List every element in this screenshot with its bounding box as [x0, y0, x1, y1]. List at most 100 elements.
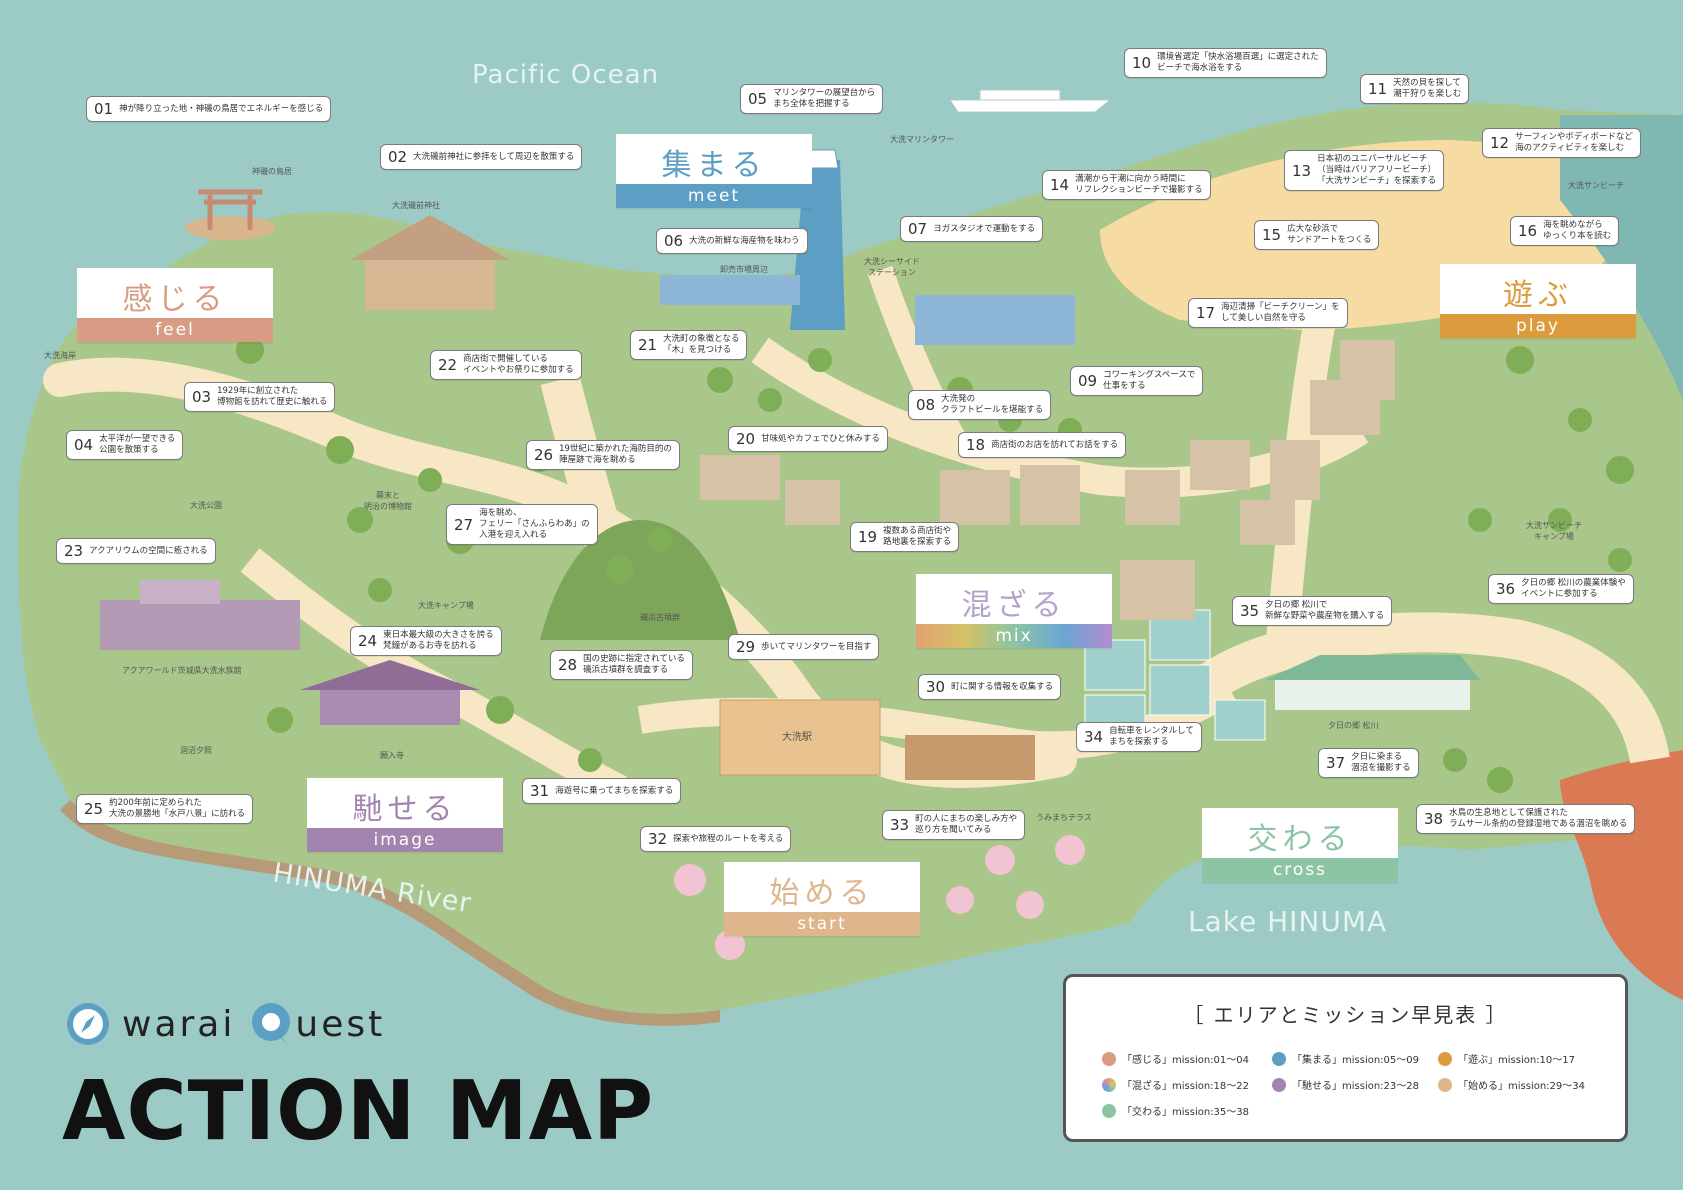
area-badge-play[interactable]: 遊ぶ play [1440, 264, 1636, 338]
mission-text: 環境省選定「快水浴場百選」に選定された ビーチで海水浴をする [1157, 52, 1319, 73]
place-label: 神磯の鳥居 [252, 167, 292, 176]
brand-logo: warai uest [64, 1000, 385, 1048]
legend-dot [1438, 1077, 1452, 1092]
area-badge-meet[interactable]: 集まる meet [616, 134, 812, 208]
place-label: 大洗駅 [782, 732, 812, 743]
mission-text: 夕日の郷 松川で 新鮮な野菜や農産物を購入する [1265, 600, 1385, 621]
legend-dot [1102, 1103, 1116, 1118]
mission-text: 海を眺めながら ゆっくり本を読む [1543, 220, 1612, 241]
pacific-ocean-label: Pacific Ocean [472, 60, 660, 90]
area-badge-feel[interactable]: 感じる feel [77, 268, 273, 342]
mission-number: 20 [736, 430, 756, 448]
mission-text: 満潮から干潮に向かう時間に リフレクションビーチで撮影する [1075, 174, 1203, 195]
area-subtitle: play [1440, 314, 1636, 338]
legend-dot [1272, 1077, 1286, 1092]
mission-text: コワーキングスペースで 仕事をする [1103, 370, 1196, 391]
mission-number: 28 [558, 656, 578, 674]
place-label: アクアワールド茨城県大洗水族館 [122, 666, 242, 675]
mission-text: 19世紀に築かれた海防目的の 陣屋跡で海を眺める [559, 444, 672, 465]
mission-text: 東日本最大級の大きさを誇る 梵鐘があるお寺を訪れる [383, 630, 494, 651]
mission-callout-14[interactable]: 14 満潮から干潮に向かう時間に リフレクションビーチで撮影する [1042, 170, 1211, 200]
mission-text: 日本初のユニバーサルビーチ （当時はバリアフリービーチ） 「大洗サンビーチ」を探… [1317, 154, 1437, 186]
mission-text: 歩いてマリンタワーを目指す [761, 641, 872, 652]
area-subtitle: meet [616, 184, 812, 208]
mission-number: 32 [648, 830, 668, 848]
mission-text: 商店街で開催している イベントやお祭りに参加する [463, 354, 574, 375]
mission-callout-35[interactable]: 35 夕日の郷 松川で 新鮮な野菜や農産物を購入する [1232, 596, 1393, 626]
mission-number: 35 [1240, 602, 1260, 620]
compass-icon [67, 1003, 109, 1045]
place-label: 大洗磯前神社 [392, 201, 440, 210]
mission-number: 26 [534, 446, 554, 464]
place-label: 大洗サンビーチ [1568, 181, 1624, 190]
mission-text: 探索や旅程のルートを考える [673, 833, 784, 844]
mission-number: 14 [1050, 176, 1070, 194]
mission-callout-26[interactable]: 26 19世紀に築かれた海防目的の 陣屋跡で海を眺める [526, 440, 680, 470]
legend-title: ［ エリアとミッション早見表 ］ [1183, 1003, 1508, 1027]
area-badge-mix[interactable]: 混ざる mix [916, 574, 1112, 648]
mission-callout-18[interactable]: 18 商店街のお店を訪れてお話をする [958, 432, 1127, 458]
place-label: 大洗サンビーチ キャンプ場 [1526, 521, 1582, 541]
mission-number: 18 [966, 436, 986, 454]
place-label: 夕日の郷 松川 [1328, 721, 1379, 730]
area-title: 馳せる [352, 792, 458, 827]
area-subtitle: feel [77, 318, 273, 342]
mission-text: 天然の貝を探して 潮干狩りを楽しむ [1393, 78, 1462, 99]
legend-dot [1102, 1051, 1116, 1066]
mission-number: 17 [1196, 304, 1216, 322]
area-badge-start[interactable]: 始める start [724, 862, 920, 936]
place-label: 幕末と 明治の博物館 [364, 491, 412, 511]
mission-number: 19 [858, 528, 878, 546]
mission-callout-32[interactable]: 32 探索や旅程のルートを考える [640, 826, 792, 852]
mission-text: 商店街のお店を訪れてお話をする [991, 439, 1119, 450]
mission-text: 大洗町の象徴となる 「木」を見つける [663, 334, 740, 355]
legend-item: 「混ざる」mission:18〜22 [1102, 1077, 1249, 1092]
mission-text: 大洗発の クラフトビールを堪能する [941, 394, 1044, 415]
area-badge-image[interactable]: 馳せる image [307, 778, 503, 852]
place-label: 磯浜古墳群 [640, 613, 680, 622]
legend-label: 「馳せる」mission:23〜28 [1292, 1081, 1419, 1092]
place-label: 大洗キャンプ場 [418, 601, 474, 610]
area-subtitle: image [307, 828, 503, 852]
mission-number: 23 [64, 542, 84, 560]
mission-number: 38 [1424, 810, 1444, 828]
area-title: 遊ぶ [1503, 278, 1573, 313]
area-badge-cross[interactable]: 交わる cross [1202, 808, 1398, 882]
place-label: 涸沼夕照 [180, 746, 212, 755]
legend-dot [1438, 1051, 1452, 1066]
